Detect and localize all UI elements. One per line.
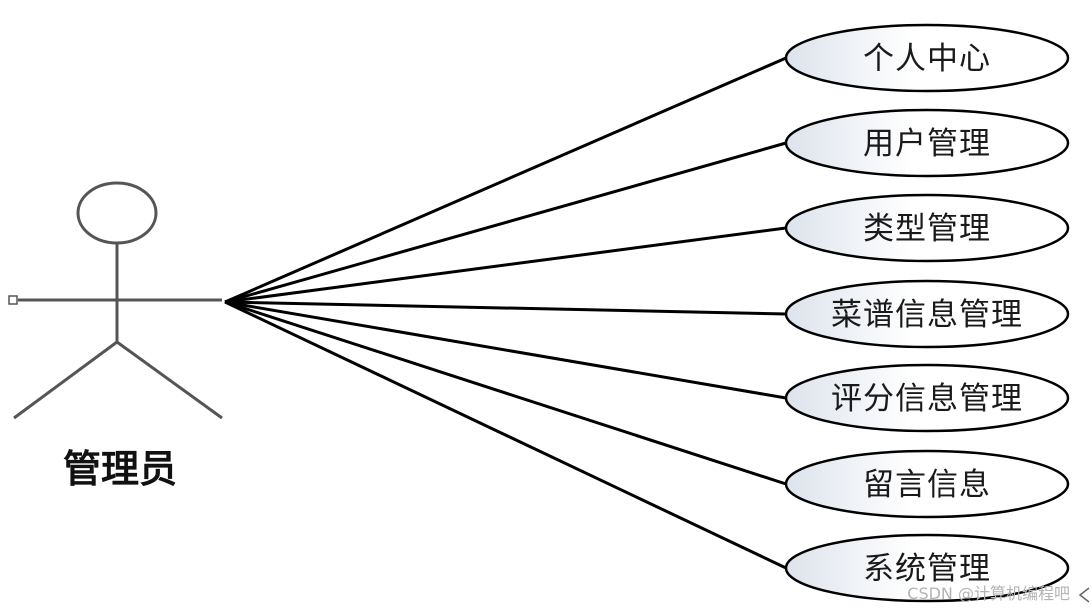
actor-head	[76, 181, 158, 245]
use-case-2[interactable]: 用户管理	[784, 108, 1070, 178]
actor-name: 管理员	[63, 447, 177, 491]
watermark: CSDN @计算机编程吧	[907, 584, 1070, 603]
use-case-ellipse	[784, 193, 1070, 263]
use-case-label: 系统管理	[863, 551, 991, 587]
use-case-ellipse	[784, 533, 1070, 603]
use-case-3[interactable]: 类型管理	[784, 193, 1070, 263]
use-case-5[interactable]: 评分信息管理	[784, 363, 1070, 433]
association-line	[224, 226, 787, 304]
association-line	[224, 300, 787, 316]
use-case-4[interactable]: 菜谱信息管理	[784, 279, 1070, 349]
association-line	[224, 141, 787, 304]
corner-arrow-icon	[1078, 587, 1090, 603]
use-case-label: 个人中心	[863, 41, 991, 77]
use-case-ellipse	[784, 23, 1070, 93]
use-case-label: 菜谱信息管理	[831, 297, 1023, 333]
use-case-7[interactable]: 系统管理	[784, 533, 1070, 603]
association-line	[224, 300, 787, 570]
use-case-ellipse	[784, 108, 1070, 178]
association-lines	[224, 56, 787, 570]
use-case-label: 评分信息管理	[831, 381, 1023, 417]
actor-anchor-handle	[8, 295, 18, 305]
use-case-label: 类型管理	[863, 211, 991, 247]
use-case-label: 留言信息	[863, 467, 991, 503]
use-case-ellipse	[784, 279, 1070, 349]
actor-figure	[8, 181, 223, 420]
use-case-6[interactable]: 留言信息	[784, 449, 1070, 519]
use-case-1[interactable]: 个人中心	[784, 23, 1070, 93]
association-line	[224, 300, 787, 486]
association-line	[224, 56, 787, 304]
use-case-ellipse	[784, 449, 1070, 519]
use-case-ellipse	[784, 363, 1070, 433]
use-case-label: 用户管理	[863, 126, 991, 162]
association-line	[224, 300, 787, 400]
actor-left-leg	[13, 340, 118, 420]
actor-right-leg	[116, 340, 223, 420]
